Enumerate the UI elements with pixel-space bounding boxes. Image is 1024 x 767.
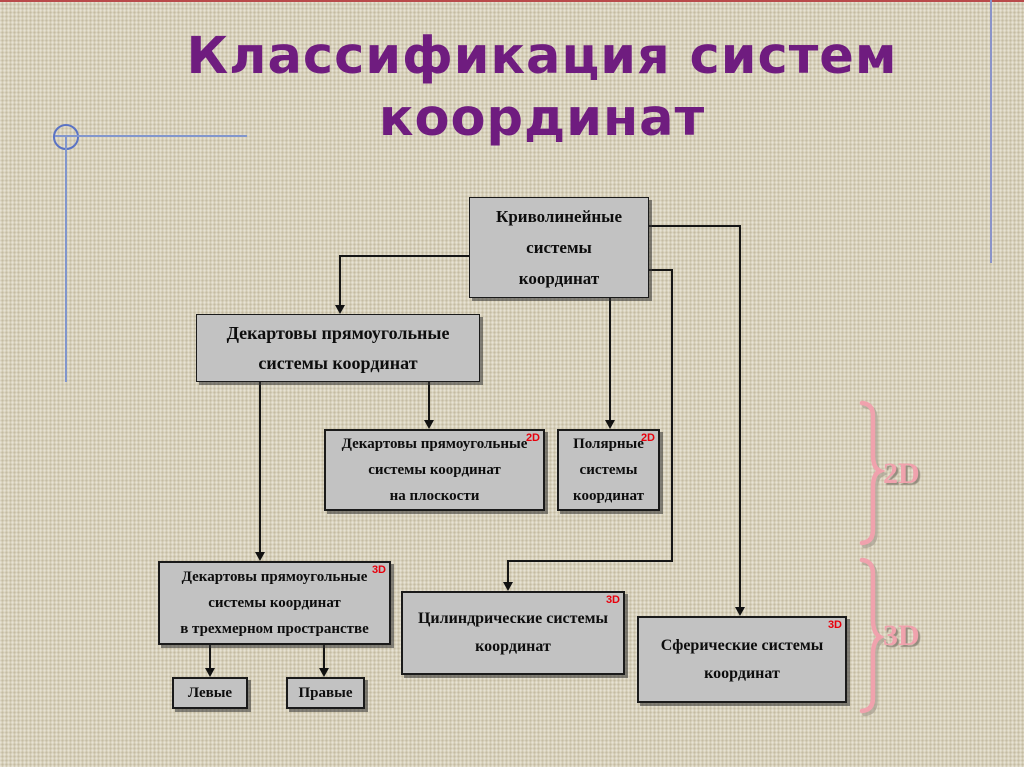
node-label: Левые xyxy=(187,684,233,701)
slide-title-line1: Классификация систем xyxy=(186,27,898,86)
top-border-line xyxy=(0,0,1024,2)
connector-curvilinear-to-spherical-v xyxy=(739,225,741,608)
node-spherical-systems: 3D Сферические системы координат xyxy=(637,616,847,703)
connector-curvilinear-to-cartesian-h xyxy=(340,255,469,257)
brace-2d-icon xyxy=(859,400,889,549)
connector-curvilinear-to-cylindrical-h1 xyxy=(649,269,673,271)
node-polar-systems: 2D Полярные системы координат xyxy=(557,429,660,511)
node-label: Декартовы прямоугольные системы координа… xyxy=(226,323,450,373)
connector-curvilinear-to-cylindrical-h2 xyxy=(507,560,673,562)
connector-curvilinear-to-cylindrical-v1 xyxy=(671,269,673,562)
connector-curvilinear-to-polar xyxy=(609,298,611,420)
connector-curvilinear-to-cartesian-v xyxy=(339,255,341,306)
connector-cartesian-to-3d xyxy=(259,382,261,553)
slide-title: Классификация систем координат xyxy=(92,26,992,150)
badge-3d: 3D xyxy=(371,564,386,576)
slide-title-line2: координат xyxy=(378,89,706,148)
node-label: Цилиндрические системы координат xyxy=(417,610,609,655)
node-left-handed: Левые xyxy=(172,677,248,709)
brace-3d-icon xyxy=(859,557,888,717)
connector-3d-to-left xyxy=(209,645,211,669)
connector-cartesian-to-2d xyxy=(428,382,430,421)
node-cylindrical-systems: 3D Цилиндрические системы координат xyxy=(401,591,625,675)
side-label-2d: 2D xyxy=(883,457,920,490)
node-label: Декартовы прямоугольные системы координа… xyxy=(341,436,528,504)
right-border-line xyxy=(990,0,992,263)
connector-curvilinear-to-cylindrical-v2 xyxy=(507,560,509,582)
node-right-handed: Правые xyxy=(286,677,365,709)
node-label: Декартовы прямоугольные системы координа… xyxy=(180,569,369,637)
node-label: Полярные системы координат xyxy=(573,436,644,504)
connector-curvilinear-to-spherical-h xyxy=(649,225,741,227)
node-cartesian-systems: Декартовы прямоугольные системы координа… xyxy=(196,314,480,382)
badge-3d: 3D xyxy=(605,594,620,606)
node-label: Сферические системы координат xyxy=(660,636,824,682)
side-label-3d: 3D xyxy=(883,619,920,652)
arrowhead-right-handed xyxy=(319,668,329,677)
arrowhead-spherical xyxy=(735,607,745,616)
arrowhead-cartesian xyxy=(335,305,345,314)
arrowhead-left-handed xyxy=(205,668,215,677)
connector-3d-to-right xyxy=(323,645,325,669)
badge-2d: 2D xyxy=(640,432,655,444)
badge-3d: 3D xyxy=(827,619,842,631)
ornament-vertical-line xyxy=(65,136,67,382)
node-label: Правые xyxy=(298,684,353,701)
arrowhead-cartesian-2d xyxy=(424,420,434,429)
arrowhead-polar xyxy=(605,420,615,429)
node-cartesian-3d-space: 3D Декартовы прямоугольные системы коорд… xyxy=(158,561,391,645)
ornament-horizontal-line xyxy=(55,135,247,137)
node-cartesian-2d-plane: 2D Декартовы прямоугольные системы коорд… xyxy=(324,429,545,511)
badge-2d: 2D xyxy=(525,432,540,444)
node-curvilinear-systems: Криволинейные системы координат xyxy=(469,197,649,298)
arrowhead-cylindrical xyxy=(503,582,513,591)
arrowhead-cartesian-3d xyxy=(255,552,265,561)
node-label: Криволинейные системы координат xyxy=(496,207,622,288)
